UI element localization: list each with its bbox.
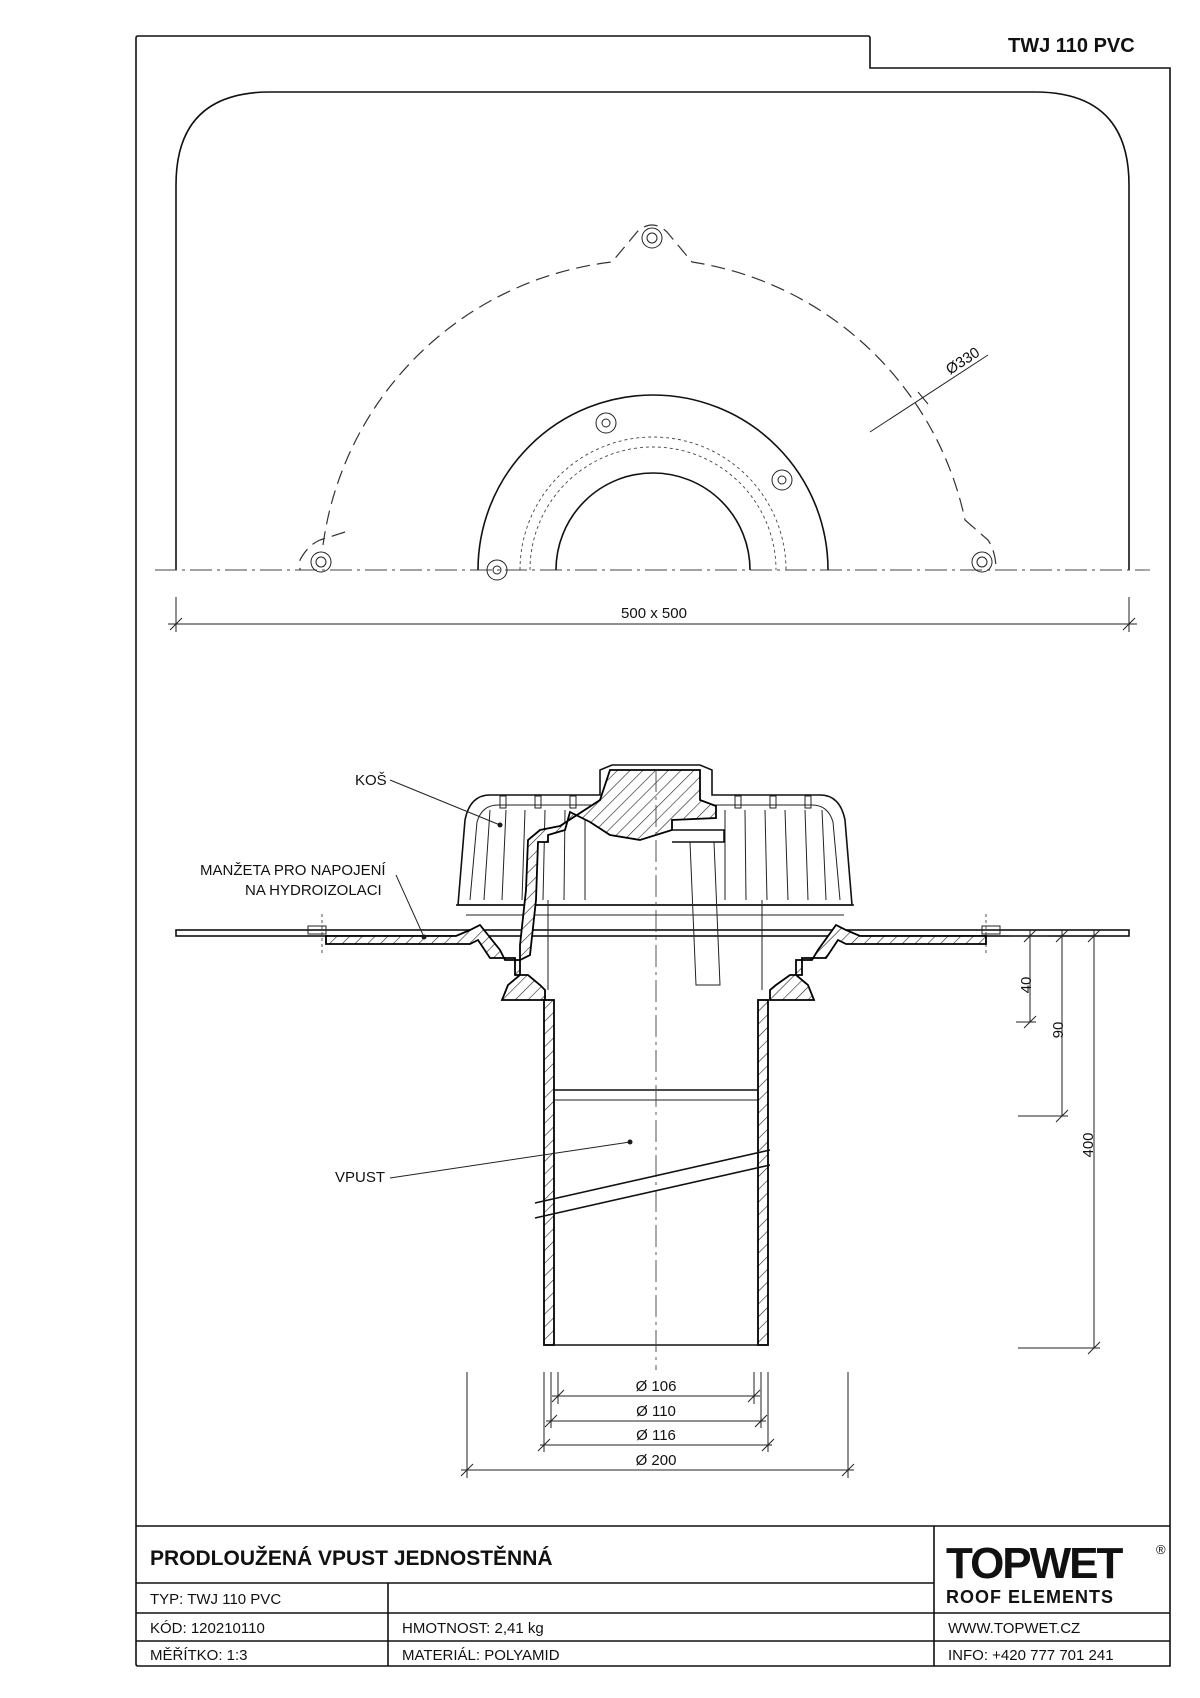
flange-outline: [175, 91, 1130, 570]
dim-400: 400: [1080, 1132, 1097, 1157]
screw-hole-left-inner: [601, 418, 611, 428]
title-block-grid: [136, 1525, 1170, 1666]
label-manzeta-1: MANŽETA PRO NAPOJENÍ: [200, 862, 386, 879]
clamp-left-block: [307, 925, 327, 935]
width-tick-right: [1122, 617, 1136, 631]
leader-kos-dot: [497, 822, 503, 828]
leader-kos: [389, 779, 501, 826]
label-manzeta-2: NA HYDROIZOLACI: [245, 882, 382, 899]
pipe-outer-wall-right: [757, 999, 769, 1346]
title-block-meritko: MĚŘÍTKO: 1:3: [150, 1647, 248, 1664]
flange-right: [769, 923, 987, 1001]
dim-90: 90: [1050, 1022, 1067, 1039]
membrane: [175, 929, 1130, 937]
dim-d106: Ø 106: [636, 1378, 677, 1395]
title-block-material: MATERIÁL: POLYAMID: [402, 1647, 560, 1664]
diameter-label: Ø330: [943, 344, 983, 378]
logo-bottom: ROOF ELEMENTS: [946, 1587, 1114, 1607]
screw-hole-right: [771, 469, 793, 491]
dim-40: 40: [1018, 977, 1035, 994]
leader-vpust: [389, 1141, 631, 1179]
header-code: TWJ 110 PVC: [1008, 35, 1135, 57]
basket-teeth: [499, 795, 812, 809]
label-vpust: VPUST: [335, 1169, 385, 1186]
body-dashed-ring-2: [529, 446, 777, 571]
right-lug: [964, 519, 997, 571]
break-line-1: [534, 1149, 771, 1204]
sheet-frame: [135, 35, 1171, 1667]
sleeve-mid: [689, 841, 721, 986]
screw-hole-bottom: [486, 559, 508, 581]
lug-hole-left-inner: [315, 556, 327, 568]
title-block-info: INFO: +420 777 701 241: [948, 1647, 1114, 1664]
title-block-title: PRODLOUŽENÁ VPUST JEDNOSTĚNNÁ: [150, 1546, 553, 1570]
screw-hole-bottom-inner: [492, 565, 502, 575]
lug-hole-right: [971, 551, 993, 573]
basket-outline-dashed: [322, 224, 966, 546]
left-lug: [299, 531, 346, 570]
break-line-2: [534, 1164, 771, 1219]
basket-shell: [457, 764, 853, 906]
leader-manzeta: [395, 874, 425, 938]
lug-hole-top: [641, 227, 663, 249]
width-dim-label: 500 x 500: [621, 605, 687, 622]
top-view: Ø330 500 x 500: [155, 91, 1150, 632]
basket-arm: [672, 829, 725, 843]
label-kos: KOŠ: [355, 772, 387, 789]
basket-knob: [519, 769, 717, 962]
screw-hole-right-inner: [777, 475, 787, 485]
clamp-right-block: [981, 925, 1001, 935]
pipe-outer-wall-left: [543, 999, 555, 1346]
leader-vpust-dot: [627, 1139, 633, 1145]
section-view: [175, 764, 1130, 1370]
logo-top: TOPWET: [946, 1539, 1124, 1588]
title-block-kod: KÓD: 120210110: [150, 1620, 265, 1637]
diameter-leader: [869, 354, 989, 433]
title-block-hmotnost: HMOTNOST: 2,41 kg: [402, 1620, 544, 1637]
dim-d116: Ø 116: [636, 1427, 676, 1444]
lug-hole-top-inner: [646, 232, 658, 244]
body-inner-ring: [555, 472, 751, 571]
inner-sleeve: [547, 900, 763, 990]
vertical-dims: [1010, 929, 1101, 1355]
topwet-logo: TOPWET ® ROOF ELEMENTS: [946, 1539, 1166, 1607]
title-block-web: WWW.TOPWET.CZ: [948, 1620, 1080, 1637]
diameter-dims: [460, 1372, 855, 1478]
logo-registered: ®: [1156, 1542, 1166, 1557]
diameter-tick: [917, 391, 929, 405]
screw-hole-left: [595, 412, 617, 434]
lug-hole-right-inner: [976, 556, 988, 568]
body-outer-ring: [477, 394, 829, 571]
body-dashed-ring-1: [519, 436, 787, 571]
lug-hole-left: [310, 551, 332, 573]
title-block-typ: TYP: TWJ 110 PVC: [150, 1591, 281, 1608]
width-tick-left: [169, 617, 183, 631]
leader-manzeta-dot: [421, 934, 427, 940]
dim-d200: Ø 200: [636, 1452, 677, 1469]
dim-d110: Ø 110: [636, 1403, 676, 1420]
basket-ribs: [483, 809, 827, 901]
